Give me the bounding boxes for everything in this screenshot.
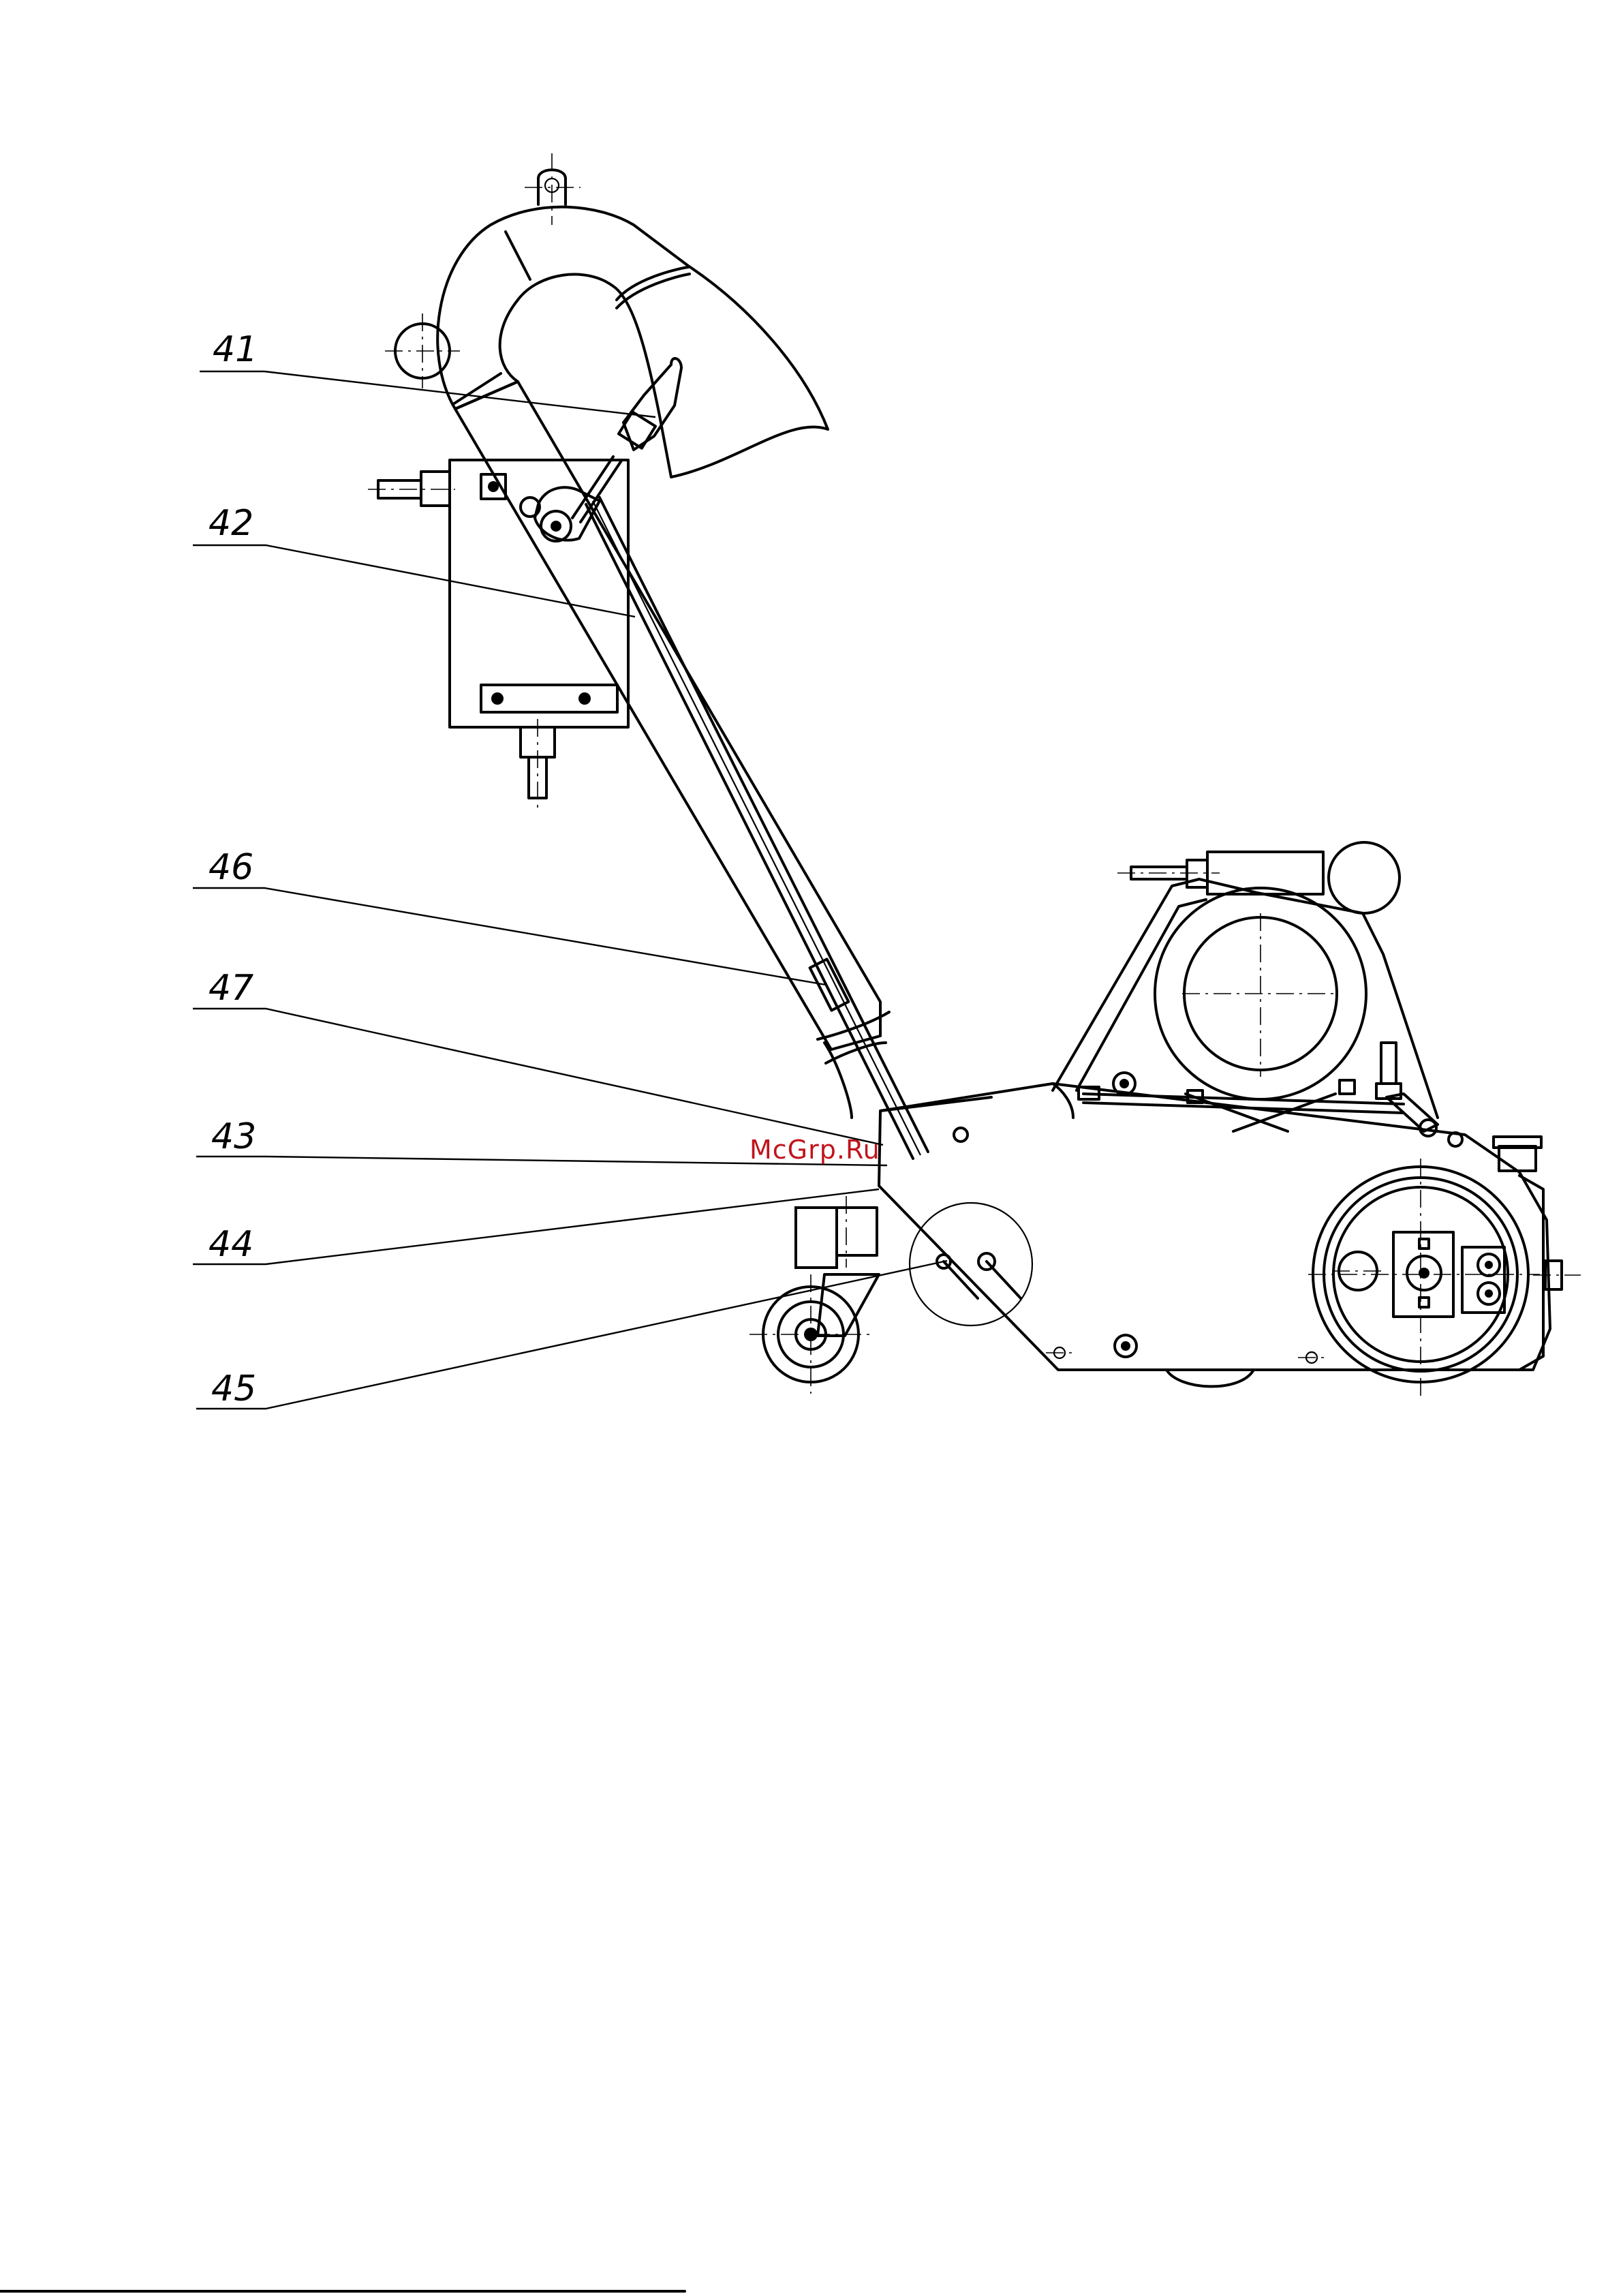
callout-labels: 41 42 46 47 43 44 45 — [208, 329, 258, 1409]
callout-43: 43 — [211, 1116, 256, 1157]
callout-42: 42 — [208, 503, 253, 544]
callout-47: 47 — [208, 968, 253, 1009]
watermark: McGrp.Ru — [749, 1135, 880, 1165]
callout-44: 44 — [208, 1224, 253, 1265]
callout-41: 41 — [213, 329, 258, 370]
lever-grip — [521, 358, 681, 541]
callout-45: 45 — [211, 1368, 256, 1409]
dust-hood-elbow — [385, 153, 828, 477]
callout-46: 46 — [208, 847, 253, 888]
motor — [1053, 842, 1462, 1146]
rear-drum — [1308, 1137, 1581, 1397]
